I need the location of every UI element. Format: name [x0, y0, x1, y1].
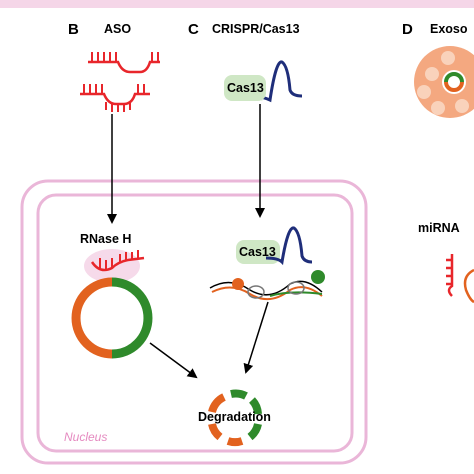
arrow-cas13-to-degradation — [243, 301, 269, 374]
nucleus-label: Nucleus — [64, 430, 107, 444]
exosome-icon — [414, 46, 474, 118]
panel-b-title: ASO — [104, 22, 131, 36]
circrna-ring — [71, 277, 153, 359]
cell-boundary — [20, 179, 368, 465]
panel-b-letter: B — [68, 21, 79, 38]
cas13-complex-top — [224, 60, 303, 103]
mirna-label: miRNA — [418, 221, 460, 235]
panel-d-title: Exoso — [430, 22, 468, 36]
panel-c-title: CRISPR/Cas13 — [212, 22, 300, 36]
rnase-h-enzyme — [84, 249, 145, 283]
cas13-label-top: Cas13 — [227, 81, 264, 95]
panel-d-letter: D — [402, 21, 413, 38]
mirna-structure — [446, 254, 474, 304]
aso-strand-bottom — [80, 84, 150, 112]
degradation-label: Degradation — [198, 410, 271, 424]
cas13-complex-nucleus — [236, 226, 313, 266]
aso-strand-top — [88, 52, 160, 74]
rnase-h-label: RNase H — [80, 232, 131, 246]
panel-c-letter: C — [188, 21, 199, 38]
top-border-stripe — [0, 0, 474, 8]
target-rna-strand — [209, 270, 325, 301]
arrow-circrna-to-degradation — [149, 342, 198, 379]
cas13-label-nucleus: Cas13 — [239, 245, 276, 259]
degraded-circrna — [208, 389, 262, 447]
